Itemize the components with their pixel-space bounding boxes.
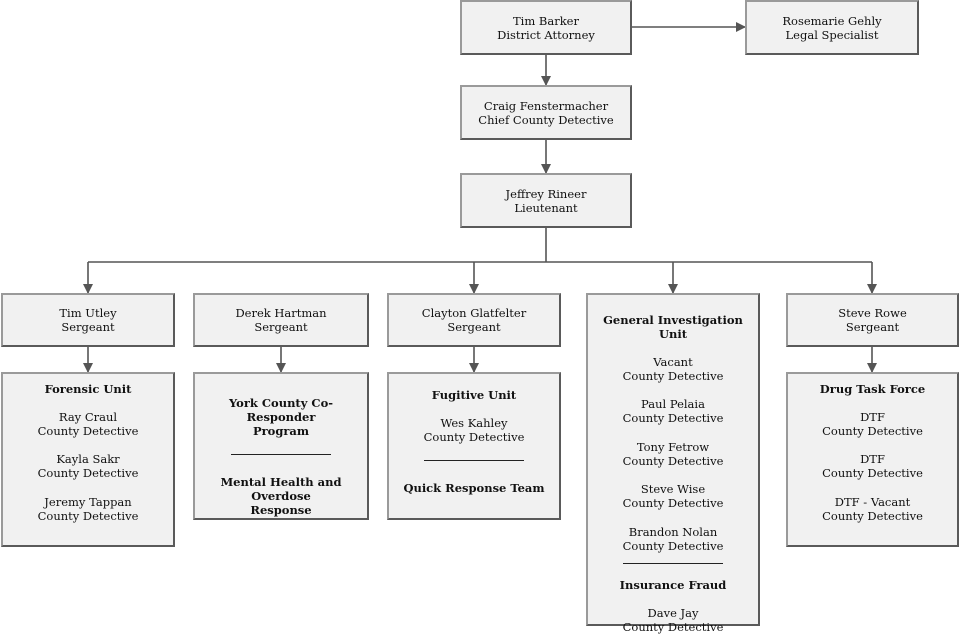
divider — [623, 563, 723, 564]
node-co-responder-program: York County Co-Responder Program Mental … — [193, 372, 369, 520]
node-title: Sergeant — [447, 320, 501, 334]
node-title: District Attorney — [497, 27, 595, 42]
member-name: DTF — [860, 410, 885, 424]
node-district-attorney: Tim Barker District Attorney — [460, 0, 632, 55]
member-name: Brandon Nolan — [628, 525, 718, 539]
node-chief-county-detective: Craig Fenstermacher Chief County Detecti… — [460, 85, 632, 140]
member-name: DTF — [860, 452, 885, 466]
member-title: County Detective — [622, 539, 724, 553]
node-sergeant-glatfelter: Clayton Glatfelter Sergeant — [387, 293, 561, 347]
member-name: DTF - Vacant — [834, 495, 911, 509]
node-title: Sergeant — [254, 320, 308, 334]
node-sergeant-hartman: Derek Hartman Sergeant — [193, 293, 369, 347]
node-title: Sergeant — [845, 320, 900, 334]
member-name: Kayla Sakr — [56, 452, 120, 466]
unit-title-mental-health-cont: Response — [250, 503, 312, 517]
member-title: County Detective — [622, 369, 724, 383]
node-title: Legal Specialist — [785, 27, 879, 42]
member-name: Steve Wise — [640, 482, 706, 496]
member-title: County Detective — [622, 496, 724, 510]
node-fugitive-unit: Fugitive Unit Wes Kahley County Detectiv… — [387, 372, 561, 520]
node-name: Steve Rowe — [838, 306, 907, 320]
unit-title: General Investigation Unit — [603, 313, 743, 341]
divider — [231, 454, 331, 455]
member-title: County Detective — [622, 411, 724, 425]
unit-title: York County Co-Responder — [228, 396, 334, 424]
node-title: Sergeant — [61, 320, 115, 334]
member-title: County Detective — [822, 509, 923, 523]
member-name: Dave Jay — [647, 606, 699, 620]
member-name: Ray Craul — [58, 410, 118, 424]
node-lieutenant: Jeffrey Rineer Lieutenant — [460, 173, 632, 228]
unit-title-quick-response: Quick Response Team — [403, 481, 545, 495]
member-name: Tony Fetrow — [636, 440, 710, 454]
member-title: County Detective — [622, 454, 724, 468]
node-name: Craig Fenstermacher — [483, 98, 609, 113]
member-title: County Detective — [37, 466, 139, 480]
node-name: Clayton Glatfelter — [421, 306, 527, 320]
node-forensic-unit: Forensic Unit Ray Craul County Detective… — [1, 372, 175, 547]
member-title: County Detective — [822, 424, 923, 438]
node-title: Lieutenant — [514, 200, 578, 215]
unit-title: Drug Task Force — [819, 382, 926, 396]
member-title: County Detective — [37, 424, 139, 438]
member-title: County Detective — [622, 620, 724, 634]
member-title: County Detective — [822, 466, 923, 480]
member-title: County Detective — [423, 430, 525, 444]
node-sergeant-rowe: Steve Rowe Sergeant — [786, 293, 959, 347]
unit-title-mental-health: Mental Health and Overdose — [220, 475, 342, 503]
node-title: Chief County Detective — [478, 112, 614, 127]
member-name: Vacant — [653, 355, 693, 369]
node-sergeant-utley: Tim Utley Sergeant — [1, 293, 175, 347]
node-legal-specialist: Rosemarie Gehly Legal Specialist — [745, 0, 919, 55]
unit-title-cont: Program — [252, 424, 310, 438]
node-name: Jeffrey Rineer — [505, 186, 587, 201]
node-name: Tim Utley — [59, 306, 117, 320]
divider — [424, 460, 524, 461]
member-name: Wes Kahley — [440, 416, 508, 430]
unit-title: Fugitive Unit — [431, 388, 517, 402]
node-general-investigation-unit: General Investigation Unit Vacant County… — [586, 293, 760, 634]
unit-title: Forensic Unit — [44, 382, 132, 396]
node-name: Derek Hartman — [235, 306, 327, 320]
member-name: Paul Pelaia — [641, 397, 705, 411]
node-drug-task-force: Drug Task Force DTF County Detective DTF… — [786, 372, 959, 547]
node-name: Rosemarie Gehly — [782, 13, 882, 28]
member-name: Jeremy Tappan — [44, 495, 132, 509]
member-title: County Detective — [37, 509, 139, 523]
unit-title-insurance-fraud: Insurance Fraud — [619, 578, 727, 592]
node-name: Tim Barker — [513, 13, 579, 28]
